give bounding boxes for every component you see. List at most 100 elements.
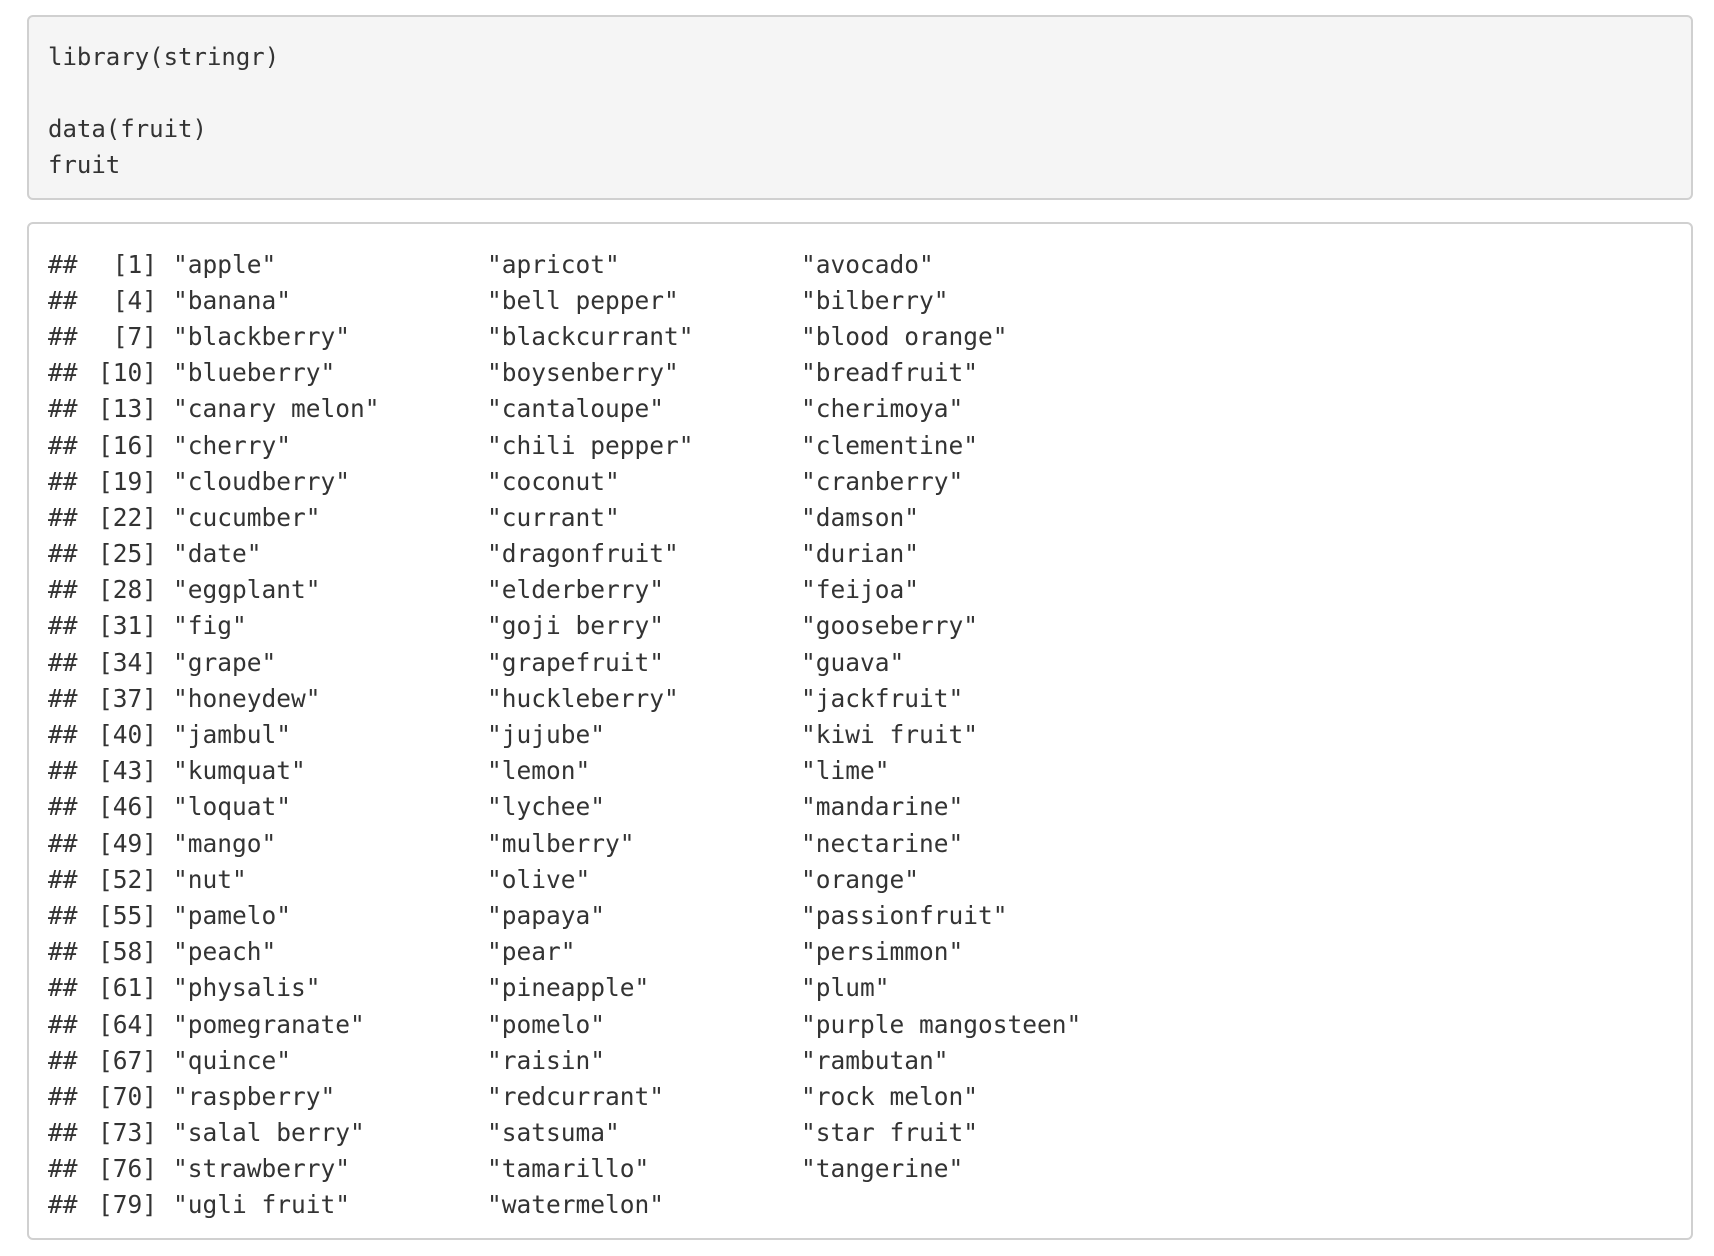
output-value: "kiwi fruit": [801, 720, 979, 750]
output-value: "strawberry": [173, 1154, 351, 1184]
output-row: ##[22]"cucumber""currant""damson": [48, 499, 1672, 535]
output-index: [58]: [97, 937, 157, 967]
output-value: "huckleberry": [487, 683, 679, 713]
output-prompt: ##: [48, 502, 78, 532]
output-value: "papaya": [487, 900, 606, 930]
output-value: "feijoa": [801, 575, 920, 605]
output-value: "olive": [487, 864, 591, 894]
code-line: fruit: [48, 151, 121, 179]
output-value: "pomelo": [487, 1009, 606, 1039]
output-index: [22]: [97, 502, 157, 532]
output-value: "rambutan": [801, 1045, 949, 1075]
output-value: "nut": [173, 864, 247, 894]
output-value: "honeydew": [173, 683, 321, 713]
output-index: [55]: [97, 900, 157, 930]
output-prompt: ##: [48, 1009, 78, 1039]
output-value: "blueberry": [173, 358, 336, 388]
output-value: "purple mangosteen": [801, 1009, 1082, 1039]
output-value: "quince": [173, 1045, 292, 1075]
output-row: ##[25]"date""dragonfruit""durian": [48, 536, 1672, 572]
output-row: ##[40]"jambul""jujube""kiwi fruit": [48, 716, 1672, 752]
output-row: ## [10] "blueberry" "boysenberry" "breadfrui…: [48, 355, 1672, 391]
output-row: ##[28]"eggplant""elderberry""feijoa": [48, 572, 1672, 608]
output-value: "watermelon": [487, 1190, 665, 1220]
output-value: "ugli fruit": [173, 1190, 351, 1220]
output-value: "pineapple": [487, 973, 650, 1003]
output-value: "peach": [173, 937, 277, 967]
output-prompt: ##: [48, 539, 78, 569]
output-prompt: ##: [48, 358, 78, 388]
output-prompt: ##: [48, 683, 78, 713]
output-index: [52]: [97, 864, 157, 894]
output-value: "loquat": [173, 792, 292, 822]
output-value: "rock melon": [801, 1081, 979, 1111]
output-value: "banana": [173, 285, 292, 315]
output-prompt: ##: [48, 900, 78, 930]
output-value: "currant": [487, 502, 620, 532]
output-prompt: ##: [48, 394, 78, 424]
output-value: "mandarine": [801, 792, 964, 822]
output-prompt: ##: [48, 285, 78, 315]
output-value: "fig": [173, 611, 247, 641]
output-row: ##[67]"quince""raisin""rambutan": [48, 1042, 1672, 1078]
output-index: [73]: [97, 1118, 157, 1148]
output-value: "plum": [801, 973, 890, 1003]
output-value: "boysenberry": [487, 358, 679, 388]
output-row: ##[34]"grape""grapefruit""guava": [48, 644, 1672, 680]
output-value: "tamarillo": [487, 1154, 650, 1184]
output-value: "pamelo": [173, 900, 292, 930]
output-value: "breadfruit": [801, 358, 979, 388]
output-value: "jackfruit": [801, 683, 964, 713]
output-index: [25]: [97, 539, 157, 569]
output-index: [79]: [97, 1190, 157, 1220]
output-row: ##[49]"mango""mulberry""nectarine": [48, 825, 1672, 861]
code-line: [48, 75, 1672, 111]
output-row: ##[19]"cloudberry""coconut""cranberry": [48, 463, 1672, 499]
output-value: "eggplant": [173, 575, 321, 605]
output-prompt: ##: [48, 973, 78, 1003]
output-value: "elderberry": [487, 575, 665, 605]
output-value: "nectarine": [801, 828, 964, 858]
output-value: "canary melon": [173, 394, 380, 424]
output-prompt: ##: [48, 828, 78, 858]
output-row: ##[58]"peach""pear""persimmon": [48, 934, 1672, 970]
output-index: [37]: [97, 683, 157, 713]
output-index: [10]: [97, 358, 157, 388]
output-row: ##[76]"strawberry""tamarillo""tangerine": [48, 1151, 1672, 1187]
output-value: "lemon": [487, 756, 591, 786]
output-index: [40]: [97, 720, 157, 750]
output-value: "apple": [173, 249, 277, 279]
output-value: "redcurrant": [487, 1081, 665, 1111]
output-row: ##[52]"nut""olive""orange": [48, 861, 1672, 897]
output-value: "chili pepper": [487, 430, 694, 460]
output-row: ##[46]"loquat""lychee""mandarine": [48, 789, 1672, 825]
output-value: "satsuma": [487, 1118, 620, 1148]
output-row: ##[70]"raspberry""redcurrant""rock melon…: [48, 1078, 1672, 1114]
output-prompt: ##: [48, 1081, 78, 1111]
output-prompt: ##: [48, 575, 78, 605]
output-index: [67]: [97, 1045, 157, 1075]
output-prompt: ##: [48, 756, 78, 786]
output-index: [7]: [112, 321, 157, 351]
output-value: "star fruit": [801, 1118, 979, 1148]
code-line: library(stringr): [48, 43, 280, 71]
output-value: "cranberry": [801, 466, 964, 496]
output-value: "mango": [173, 828, 277, 858]
output-index: [34]: [97, 647, 157, 677]
output-value: "pear": [487, 937, 576, 967]
output-prompt: ##: [48, 466, 78, 496]
output-value: "salal berry": [173, 1118, 365, 1148]
output-prompt: ##: [48, 1154, 78, 1184]
output-value: "blackcurrant": [487, 321, 694, 351]
output-value: "kumquat": [173, 756, 306, 786]
output-prompt: ##: [48, 937, 78, 967]
output-value: "clementine": [801, 430, 979, 460]
output-value: "grapefruit": [487, 647, 665, 677]
output-index: [70]: [97, 1081, 157, 1111]
output-value: "mulberry": [487, 828, 635, 858]
output-index: [31]: [97, 611, 157, 641]
output-value: "cantaloupe": [487, 394, 665, 424]
output-value: "pomegranate": [173, 1009, 365, 1039]
output-prompt: ##: [48, 1045, 78, 1075]
output-value: "gooseberry": [801, 611, 979, 641]
